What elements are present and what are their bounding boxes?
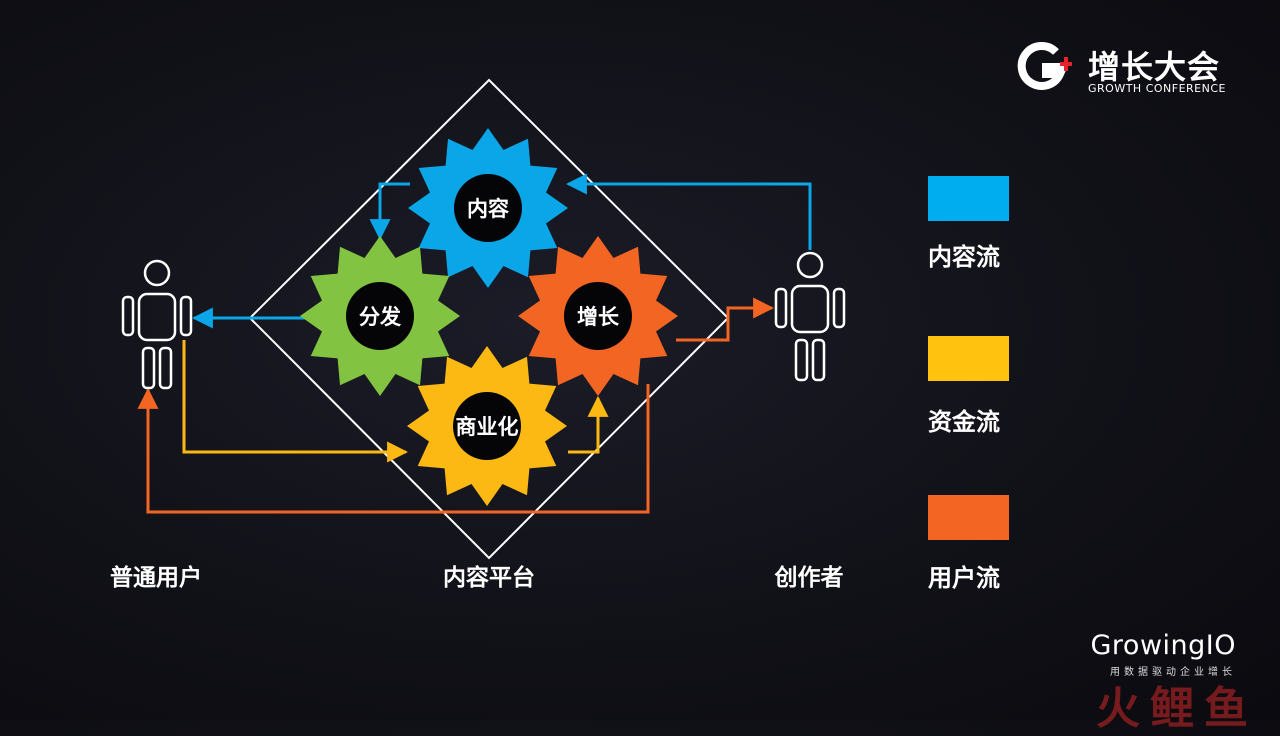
legend-swatch-money-flow — [928, 336, 1009, 381]
brand-title: 增长大会 — [1088, 48, 1221, 86]
sponsor-name: GrowingIO — [1090, 630, 1236, 661]
gear-distribution: 分发 — [300, 236, 460, 396]
content-flow-arrow-creator-to-content — [565, 173, 812, 250]
money-flow-arrow-commercialization-to-growth — [568, 395, 609, 454]
sponsor-slogan: 用数据驱动企业增长 — [1110, 667, 1236, 678]
gear-content-label: 内容 — [467, 197, 509, 221]
creators-label: 创作者 — [774, 565, 844, 591]
gear-commercialization: 商业化 — [407, 346, 567, 506]
growth-conference-logo-icon — [1017, 42, 1072, 90]
legend-swatch-user-flow — [928, 495, 1009, 540]
legend-label-content-flow: 内容流 — [928, 243, 1000, 271]
gear-commercialization-label: 商业化 — [456, 415, 519, 439]
creator-figure-icon — [774, 251, 846, 382]
flow-diagram: 内容 分发 增长 商业化 普通用户 内容平台 创作者 内容流 — [110, 78, 1009, 592]
user-flow-arrow-growth-to-creator — [676, 297, 775, 342]
platform-label: 内容平台 — [443, 564, 535, 591]
watermark: 火鲤鱼 — [1096, 683, 1258, 734]
money-flow-arrow-user-to-commercialization — [182, 340, 409, 463]
legend: 内容流 资金流 用户流 — [928, 176, 1009, 592]
sponsor-logo: GrowingIO 用数据驱动企业增长 — [1076, 630, 1236, 678]
legend-label-user-flow: 用户流 — [928, 564, 1000, 592]
user-figure-icon — [121, 259, 193, 390]
brand-logo: 增长大会 GROWTH CONFERENCE — [1016, 40, 1236, 100]
users-label: 普通用户 — [110, 564, 202, 591]
platform-diamond — [248, 78, 730, 560]
gear-growth: 增长 — [518, 236, 678, 396]
content-flow-arrow-content-to-distribution — [369, 182, 410, 241]
legend-swatch-content-flow — [928, 176, 1009, 221]
gear-distribution-label: 分发 — [359, 305, 402, 329]
legend-label-money-flow: 资金流 — [928, 408, 1000, 436]
gear-growth-label: 增长 — [577, 305, 620, 329]
brand-subtitle: GROWTH CONFERENCE — [1088, 82, 1226, 95]
gear-content: 内容 — [408, 128, 568, 288]
user-flow-arrow-growth-to-user — [137, 384, 650, 514]
